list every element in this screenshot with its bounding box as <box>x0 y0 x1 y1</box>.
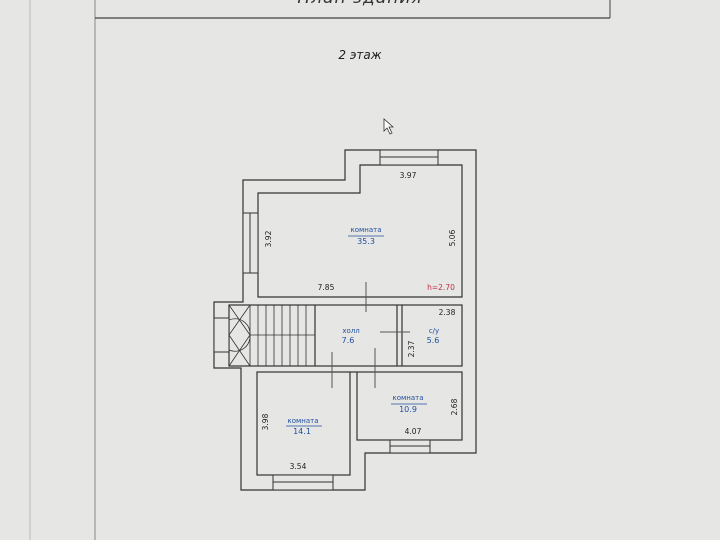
room-4-name: комната <box>287 417 318 425</box>
room-2-area: 7.6 <box>342 336 355 345</box>
dim-big-room-top: 3.97 <box>400 171 417 180</box>
room-5-name: комната <box>392 394 423 402</box>
dim-room-left-bottom: 3.54 <box>290 462 307 471</box>
room-3-area: 5.6 <box>427 336 440 345</box>
room-labels: комната 35.3 холл 7.6 с/у 5.6 комната 14… <box>286 226 439 436</box>
outer-wall <box>213 149 477 491</box>
dim-big-room-left: 3.92 <box>264 230 273 247</box>
dim-room-right-bottom: 4.07 <box>405 427 422 436</box>
room-4-area: 14.1 <box>293 427 311 436</box>
dimension-labels: 3.97 3.92 5.06 7.85 2.38 2.37 2.68 4.07 … <box>261 171 459 471</box>
windows <box>213 149 439 491</box>
door-markers <box>331 282 410 388</box>
dim-wc-top: 2.38 <box>439 308 456 317</box>
room-3-name: с/у <box>429 327 439 335</box>
room-1-area: 35.3 <box>357 237 375 246</box>
dim-wc-left: 2.37 <box>407 340 416 357</box>
document-title: План здания <box>0 0 720 8</box>
dim-room-right-side: 2.68 <box>450 398 459 415</box>
room-1-wall <box>257 164 463 298</box>
mouse-cursor-icon <box>383 118 395 135</box>
walls <box>213 149 477 491</box>
room-2-name: холл <box>342 327 359 335</box>
dim-big-room-right: 5.06 <box>448 229 457 246</box>
dim-room-left-side: 3.98 <box>261 413 270 430</box>
dim-big-room-bottom: 7.85 <box>318 283 335 292</box>
room-1-name: комната <box>350 226 381 234</box>
window-stair <box>213 317 230 353</box>
floor-label: 2 этаж <box>338 48 382 62</box>
ceiling-height: h=2.70 <box>427 283 455 292</box>
staircase <box>228 304 315 367</box>
room-5-area: 10.9 <box>399 405 417 414</box>
